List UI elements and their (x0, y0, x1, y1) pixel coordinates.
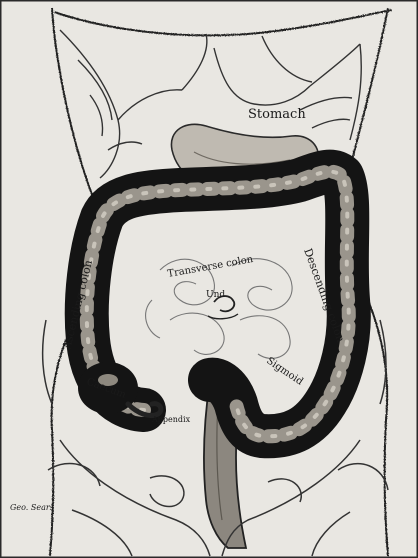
label-umbilicus: Und (206, 290, 225, 300)
label-appendix: Appendix (151, 415, 191, 424)
label-stomach: Stomach (248, 107, 306, 122)
artist-signature: Geo. Sears (10, 503, 54, 512)
